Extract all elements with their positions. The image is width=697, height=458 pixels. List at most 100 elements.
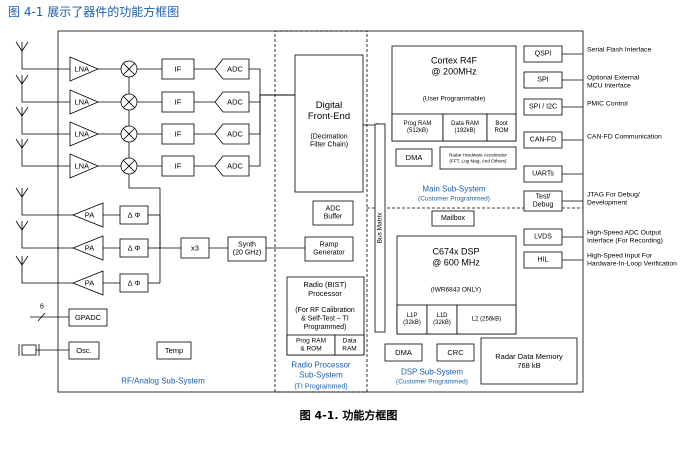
dfe-subtitle-line-2: Filter Chain): [310, 142, 348, 149]
bist-prog-ram-label-line-1: Prog RAM: [296, 338, 326, 345]
mixer-1-cross: [123, 63, 135, 75]
pa-2: [71, 235, 104, 261]
radio-processor-label-line-1: Radio Processor: [291, 361, 350, 370]
main-dma: [395, 148, 433, 167]
frequency-tripler: [180, 237, 210, 259]
lna-1-label: LNA: [74, 65, 89, 74]
ramp-generator: [304, 236, 354, 262]
dfe-title-line-2: Front-End: [308, 111, 350, 122]
main-subsystem-sublabel: (Customer Programmed): [418, 196, 490, 203]
peripheral-desc-8-line-2: Hardware-In-Loop Verification: [587, 260, 677, 267]
lna-2: [69, 89, 100, 115]
peripheral-desc-6-line-2: Development: [587, 199, 627, 206]
dsp-subsystem-sublabel: (Customer Programmed): [396, 379, 468, 386]
synthesizer-label-line-1: Synth: [238, 241, 256, 248]
lna-1: [69, 56, 100, 82]
peripheral-desc-8-line-1: High-Speed Input For: [587, 253, 653, 260]
peripheral-6-label-line-2: Debug: [533, 202, 554, 209]
dsp-dma-label: DMA: [395, 348, 412, 357]
bist-note-line-3: Programmed): [304, 324, 347, 331]
peripheral-6: [523, 190, 563, 212]
main-dma-label: DMA: [406, 153, 423, 162]
main-prog-ram-label-line-2: (512kB): [407, 128, 428, 134]
adc-3-label: ADC: [227, 130, 243, 139]
bist-title-line-1: Radio (BIST): [303, 280, 347, 289]
peripheral-7-label: LVDS: [534, 234, 552, 241]
gpadc-label: GPADC: [75, 313, 102, 322]
radar-hardware-accelerator: [439, 146, 517, 170]
peripheral-desc-2-line-2: MCU Interface: [587, 82, 631, 89]
adc-1-label: ADC: [227, 65, 243, 74]
phase-shifter-3: [119, 273, 149, 293]
mixer-2-cross: [123, 96, 135, 108]
bist-data-ram-label-line-2: RAM: [342, 345, 356, 352]
rx-feed-4: [21, 151, 70, 167]
adc-buffer: [312, 200, 354, 226]
user-programmable-label: (User Programmable): [423, 96, 486, 103]
adc-buffer-label-line-1: ADC: [326, 205, 341, 212]
dsp-dma: [384, 343, 423, 362]
peripheral-3: [523, 98, 563, 116]
ramp-generator-label-line-2: Generator: [313, 250, 345, 257]
peripheral-4: [523, 131, 563, 149]
main-subsystem-label: Main Sub-System: [422, 185, 485, 194]
if-filter-4-label: IF: [175, 162, 182, 171]
rx-antenna-2: [15, 74, 29, 87]
dsp-l1d-label-line-1: L1D: [436, 313, 448, 319]
peripheral-8: [523, 251, 563, 269]
dsp-label-line-2: @ 600 MHz: [432, 257, 480, 267]
radio-processor-sublabel: (TI Programmed): [294, 384, 347, 391]
adc-dfe-wire-4: [249, 94, 295, 167]
mixer-3-cross: [123, 128, 135, 140]
radar-data-memory-label-line-1: Radar Data Memory: [495, 352, 563, 361]
dsp-l1d-label-line-2: (32kB): [433, 320, 451, 326]
dsp-l1d: [426, 304, 458, 335]
phase-shifter-1: [119, 205, 149, 225]
peripheral-desc-2-line-1: Optional External: [587, 75, 640, 82]
lna-2-label: LNA: [74, 98, 89, 107]
dsp-l2-label: L2 (256kB): [472, 317, 501, 323]
adc-buffer-label-line-2: Buffer: [324, 214, 343, 221]
dfe-subtitle-line-1: (Decimation: [310, 133, 347, 140]
bus-matrix: [374, 123, 386, 333]
peripheral-desc-7-line-1: High-Speed ADC Output: [587, 230, 661, 237]
tx-antenna-3: [15, 255, 29, 268]
boot-rom: [486, 113, 517, 142]
bist-title-line-2: Processor: [308, 289, 342, 298]
bist-data-ram-label-line-1: Data: [343, 338, 357, 345]
dsp-l2: [456, 304, 517, 335]
if-filter-2: [161, 91, 195, 113]
temperature-sensor-label: Temp: [165, 346, 183, 355]
radio-processor-boundary: [274, 30, 368, 393]
synthesizer-label-line-2: (20 GHz): [233, 250, 261, 257]
dsp-l1p-label-line-1: L1P: [407, 313, 418, 319]
phase-shifter-1-label: Δ Φ: [128, 211, 141, 220]
peripheral-3-label: SPI / I2C: [529, 104, 557, 111]
main-data-ram-label-line-1: Data RAM: [451, 121, 479, 127]
mixer-4-cross: [123, 160, 135, 172]
radar-hardware-accelerator-label-line-2: (FFT, Log Mag, And Others): [450, 158, 507, 163]
radio-processor-label-line-2: Sub-System: [299, 370, 343, 379]
rx-antenna-4: [15, 138, 29, 151]
gpadc-bus-slash: [37, 312, 46, 322]
dsp-l1p: [396, 304, 428, 335]
gpadc: [68, 308, 108, 327]
peripheral-desc-1: Serial Flash Interface: [587, 47, 651, 54]
rx-feed-2: [21, 87, 70, 103]
figure-caption: 图 4-1. 功能方框图: [299, 409, 398, 422]
rx-feed-3: [21, 119, 70, 135]
pa-3-label: PA: [85, 279, 94, 288]
cortex-label-line-1: Cortex R4F: [431, 56, 478, 66]
tx-feed-2: [21, 233, 73, 249]
tx-antenna-2: [15, 220, 29, 233]
adc-2-label: ADC: [227, 98, 243, 107]
lna-3-label: LNA: [74, 130, 89, 139]
cortex-label-line-2: @ 200MHz: [431, 66, 477, 76]
boot-rom-label-line-1: Boot: [495, 121, 508, 127]
peripheral-desc-6-line-1: JTAG For Debug/: [587, 192, 640, 199]
rx-antenna-3: [15, 106, 29, 119]
peripheral-1: [523, 45, 563, 63]
dsp-subsystem-label: DSP Sub-System: [401, 368, 463, 377]
temperature-sensor: [156, 341, 192, 360]
